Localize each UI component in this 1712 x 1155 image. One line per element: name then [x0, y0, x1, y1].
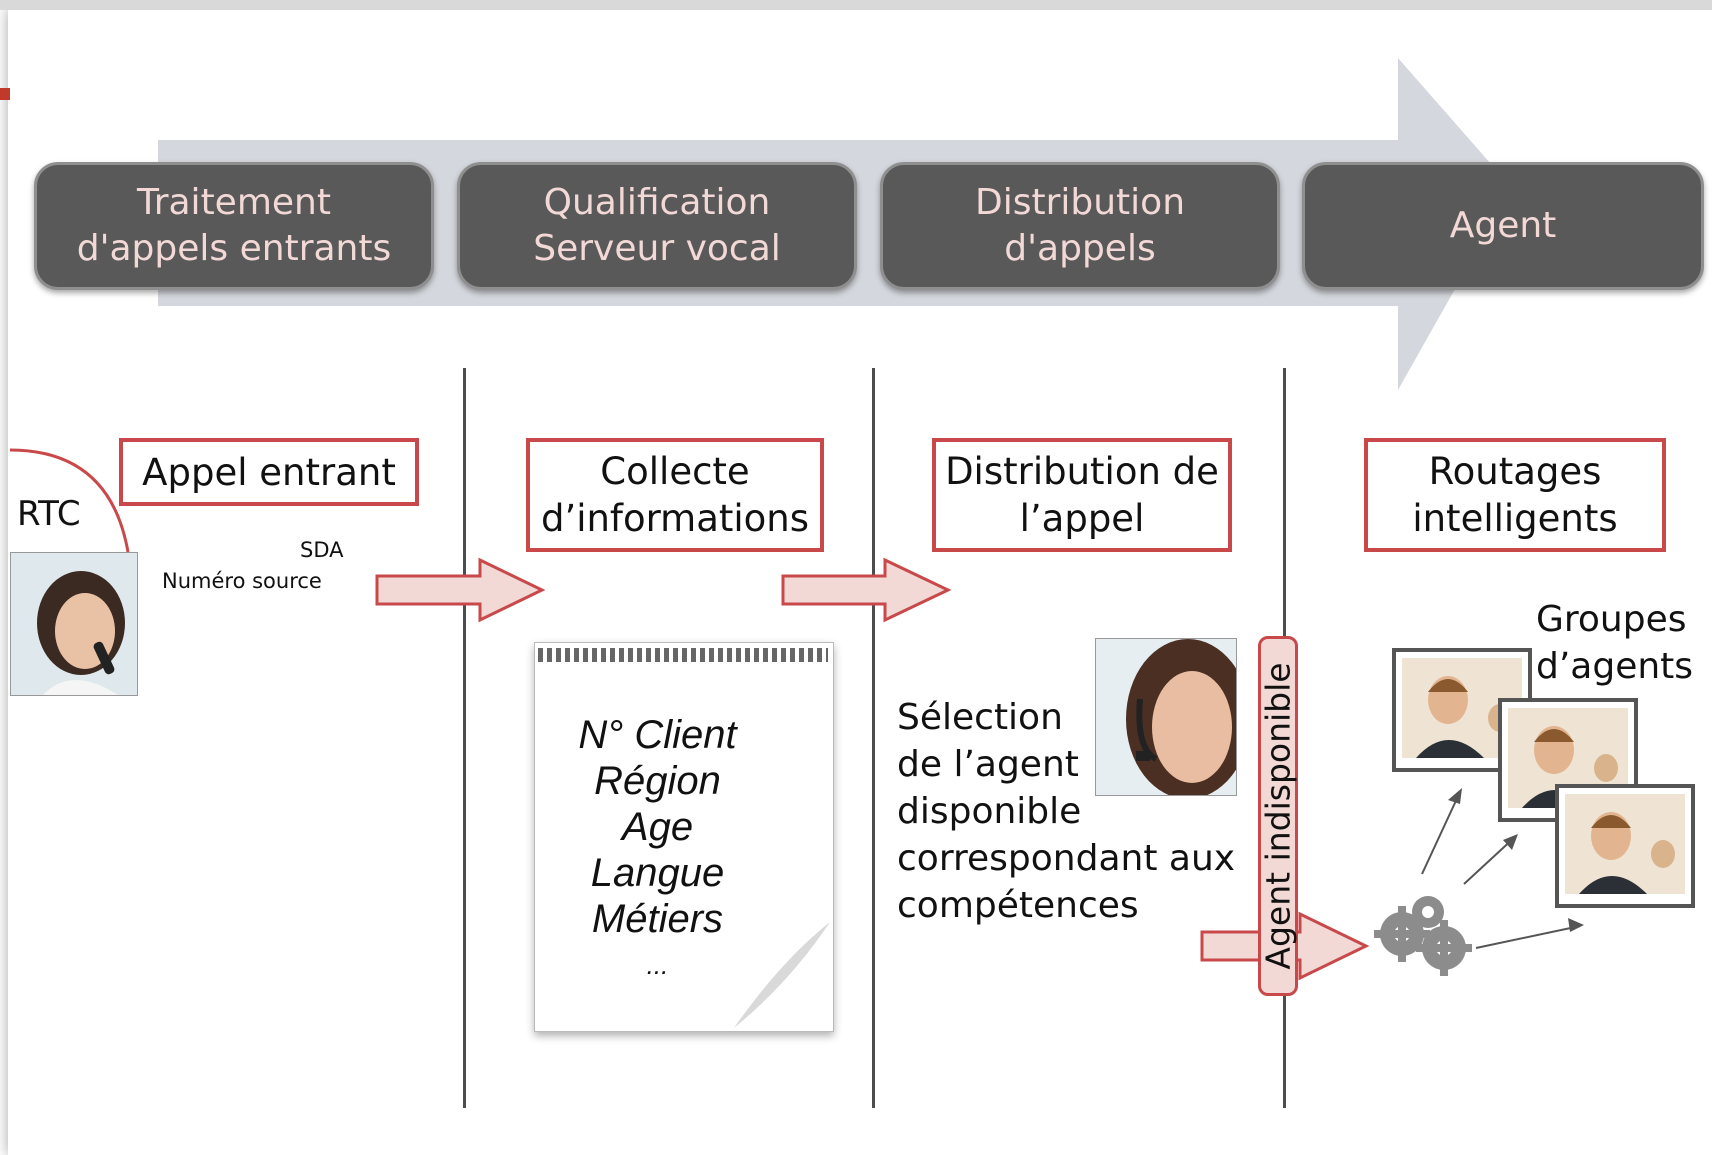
stage-traitement: Traitement d'appels entrants	[34, 162, 434, 290]
routages-box: Routages intelligents	[1364, 438, 1666, 552]
gears-icon	[1374, 896, 1472, 976]
route-arrow-1	[1421, 791, 1461, 875]
selection-text: Sélection de l’agent disponible correspo…	[897, 694, 1235, 929]
groupes-line-1: Groupes	[1536, 599, 1687, 640]
caller-photo	[10, 552, 138, 696]
notepad-lines: N° Client Région Age Langue Métiers ...	[540, 712, 775, 988]
note-ellipsis: ...	[646, 950, 669, 980]
column-divider-2	[872, 368, 875, 1108]
flow-arrow-2	[781, 557, 952, 623]
numero-source-label: Numéro source	[162, 569, 322, 593]
selection-line-5: compétences	[897, 885, 1139, 926]
groupes-line-2: d’agents	[1536, 646, 1694, 687]
stage-distribution: Distribution d'appels	[880, 162, 1280, 290]
agent-group-1	[1392, 648, 1532, 772]
agent-indisponible-tag: Agent indisponible	[1258, 636, 1298, 996]
selection-line-4: correspondant aux	[897, 838, 1236, 879]
note-metiers: Métiers	[591, 897, 724, 941]
headset-agent-icon	[1096, 639, 1236, 795]
selection-line-3: disponible	[897, 791, 1082, 832]
selection-line-1: Sélection	[897, 697, 1063, 738]
note-langue: Langue	[590, 851, 725, 895]
sda-label: SDA	[300, 538, 344, 562]
collecte-box: Collecte d’informations	[526, 438, 824, 552]
agent-photo	[1095, 638, 1237, 796]
agent-group-3	[1555, 784, 1695, 908]
edge-mark	[0, 88, 10, 100]
rtc-label: RTC	[17, 494, 81, 534]
rtc-arc	[9, 448, 130, 553]
caller-woman-icon	[11, 553, 137, 695]
agent-group-icon	[1565, 794, 1685, 894]
note-client: N° Client	[578, 713, 737, 757]
top-border	[0, 0, 1712, 10]
selection-line-2: de l’agent	[897, 744, 1079, 785]
groupes-label: Groupes d’agents	[1536, 596, 1693, 690]
column-divider-1	[463, 368, 466, 1108]
page-curl	[732, 922, 830, 1030]
route-arrow-3	[1475, 925, 1581, 949]
stage-agent: Agent	[1302, 162, 1704, 290]
note-age: Age	[621, 805, 694, 849]
stage-qualification: Qualification Serveur vocal	[457, 162, 857, 290]
appel-entrant-box: Appel entrant	[119, 438, 419, 506]
distribution-box: Distribution de l’appel	[932, 438, 1232, 552]
notepad-rings	[538, 648, 828, 662]
note-region: Région	[594, 759, 721, 803]
flow-arrow-1	[375, 557, 546, 623]
